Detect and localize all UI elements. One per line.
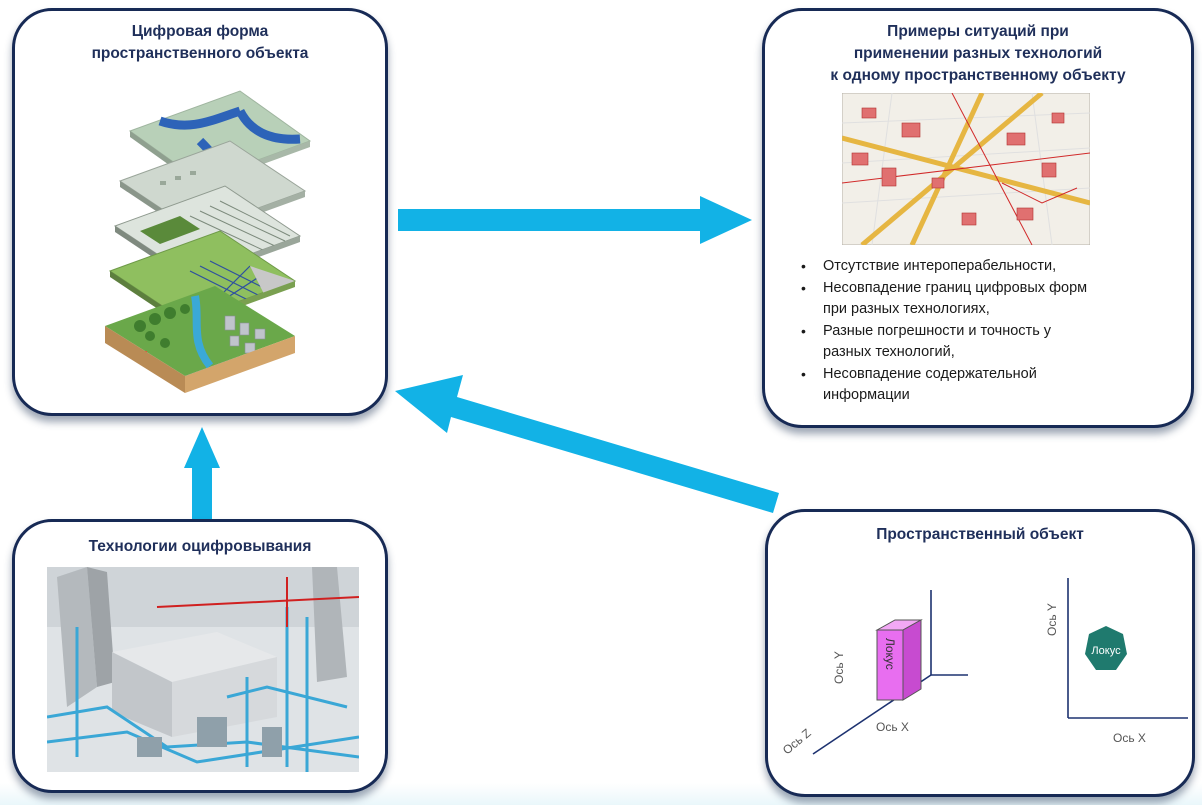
industrial-model-image <box>47 567 359 772</box>
digital-form-box: Цифровая форма пространственного объекта <box>12 8 388 416</box>
bullet-content-mismatch: Несовпадение содержательной информации <box>797 364 1087 406</box>
examples-bullet-list: Отсутствие интероперабельности, Несовпад… <box>797 256 1087 407</box>
spatial-object-box: Пространственный объект Локус Ось Y Ось … <box>765 509 1195 797</box>
left-axis-x-label: Ось X <box>876 720 909 734</box>
bullet-4-line1: Несовпадение содержательной <box>823 366 1037 382</box>
left-axis-y-label: Ось Y <box>832 651 846 684</box>
bullet-4-line2: информации <box>823 387 910 403</box>
tech-title: Технологии оцифровывания <box>88 538 312 555</box>
bullet-2-line2: при разных технологиях, <box>823 301 990 317</box>
3d-locus-diagram: Локус Ось Y Ось X Ось Z <box>780 590 968 757</box>
city-map-image <box>842 93 1090 245</box>
bullet-3-line2: разных технологий, <box>823 344 955 360</box>
bullet-interoperability: Отсутствие интероперабельности, <box>797 256 1087 277</box>
right-locus-label: Локус <box>1091 645 1121 657</box>
arrow-up <box>184 427 220 519</box>
digital-form-title: Цифровая форма пространственного объекта <box>15 21 385 65</box>
arrow-diagonal <box>395 375 779 513</box>
bullet-3-line1: Разные погрешности и точность у <box>823 323 1052 339</box>
layers-illustration <box>105 90 312 393</box>
right-axis-y-label: Ось Y <box>1045 603 1059 636</box>
digital-form-title-line1: Цифровая форма <box>131 23 269 40</box>
examples-title-line3: к одному пространственному объекту <box>830 67 1126 84</box>
tech-box: Технологии оцифровывания <box>12 519 388 793</box>
arrow-right <box>398 196 752 244</box>
bullet-1-text: Отсутствие интероперабельности, <box>823 258 1057 274</box>
left-axis-z-label: Ось Z <box>780 726 814 757</box>
bullet-errors: Разные погрешности и точность у разных т… <box>797 321 1087 363</box>
bullet-boundaries: Несовпадение границ цифровых форм при ра… <box>797 278 1087 320</box>
examples-title-line1: Примеры ситуаций при <box>887 23 1069 40</box>
left-locus-label: Локус <box>883 638 897 670</box>
digital-form-title-line2: пространственного объекта <box>91 45 309 62</box>
bullet-2-line1: Несовпадение границ цифровых форм <box>823 280 1088 296</box>
2d-locus-diagram: Локус Ось Y Ось X <box>1045 578 1188 745</box>
spatial-object-title: Пространственный объект <box>876 526 1084 543</box>
examples-title-line2: применении разных технологий <box>853 45 1103 62</box>
examples-title: Примеры ситуаций при применении разных т… <box>765 21 1191 87</box>
right-axis-x-label: Ось X <box>1113 731 1146 745</box>
examples-box: Примеры ситуаций при применении разных т… <box>762 8 1194 428</box>
